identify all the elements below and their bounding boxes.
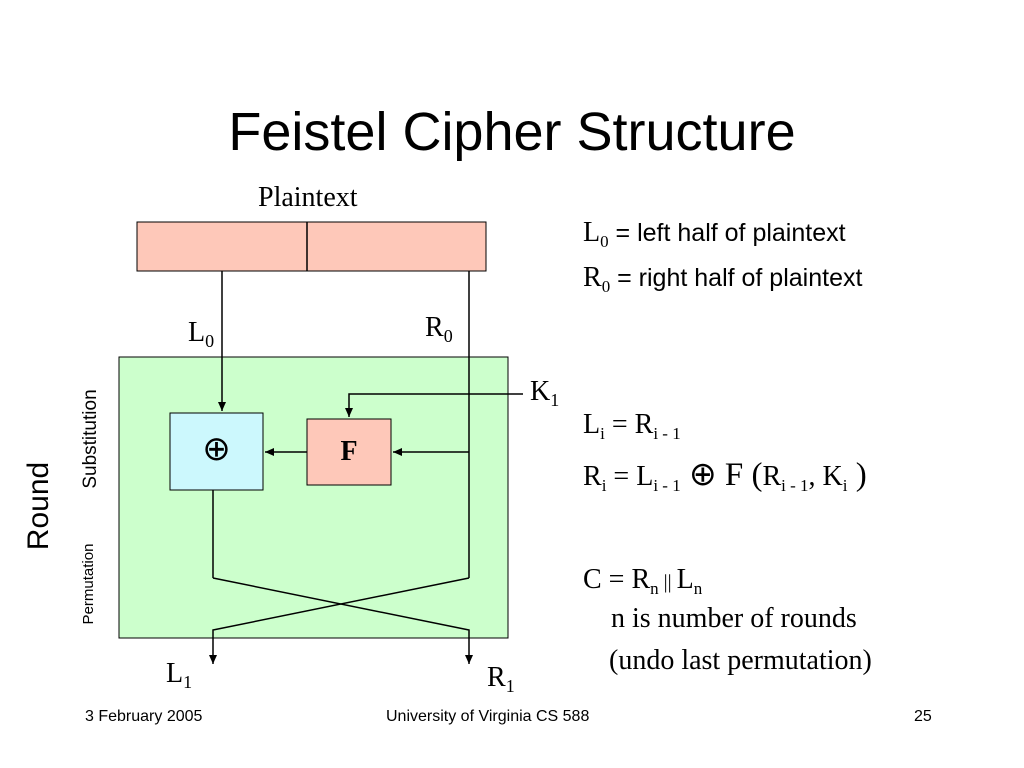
eq2-text: = right half of plaintext (610, 264, 863, 292)
l0-label-base: L (188, 317, 206, 348)
eq3-rhs: R (634, 409, 654, 440)
eq4-lhs: R (583, 461, 602, 492)
round-box (118, 356, 509, 639)
l1-label-sub: 1 (183, 672, 193, 692)
k1-label: K1 (530, 376, 560, 410)
perm-left-to-right (212, 577, 473, 664)
eq5-r-sub: n (650, 579, 659, 598)
footer-page: 25 (914, 708, 932, 725)
r0-label-base: R (425, 312, 444, 343)
l1-label: L1 (166, 658, 193, 692)
eq1-sub: 0 (600, 232, 609, 251)
r0-label: R0 (425, 312, 453, 346)
footer-date: 3 February 2005 (85, 708, 203, 725)
plaintext-block (136, 221, 487, 272)
eq4-r-sub: i - 1 (781, 476, 809, 495)
eq5-lhs: C = (583, 564, 632, 595)
note-rounds: n is number of rounds (611, 603, 857, 634)
eq3-lhs-sub: i (600, 424, 605, 443)
eq-r0-definition: R0 = right half of plaintext (583, 259, 862, 296)
eq2-var: R (583, 262, 602, 293)
eq5-l: L (676, 564, 694, 595)
eq5-concat: || (658, 571, 677, 593)
f-label: F (340, 436, 358, 467)
eq4-op: ⊕ F ( (680, 457, 763, 493)
r1-label-sub: 1 (505, 676, 515, 696)
eq5-l-sub: n (693, 579, 703, 598)
eq3-eq: = (604, 409, 635, 440)
eq5-r: R (631, 564, 651, 595)
xor-box (169, 412, 264, 491)
note-undo: (undo last permutation) (609, 645, 872, 676)
slide-title: Feistel Cipher Structure (228, 102, 796, 162)
k1-label-base: K (530, 376, 551, 407)
eq-ri: Ri = Li - 1 ⊕ F (Ri - 1, Ki ) (583, 457, 867, 495)
eq-l0-definition: L0 = left half of plaintext (583, 214, 846, 251)
eq4-comma: , (808, 461, 823, 492)
eq-li: Li = Ri - 1 (583, 407, 681, 443)
eq4-r: R (762, 461, 782, 492)
eq4-l-sub: i - 1 (653, 476, 681, 495)
eq4-close: ) (847, 457, 867, 493)
plaintext-label: Plaintext (258, 182, 358, 213)
eq4-lhs-sub: i (601, 476, 607, 495)
substitution-label: Substitution (80, 389, 101, 489)
eq4-eq: = (606, 461, 637, 492)
r1-label: R1 (487, 662, 515, 696)
eq2-sub: 0 (601, 277, 611, 296)
eq4-l: L (636, 461, 654, 492)
eq4-k-sub: i (842, 476, 848, 495)
eq4-k: K (822, 461, 843, 492)
perm-right-to-left (209, 577, 470, 664)
permutation-label: Permutation (80, 543, 97, 625)
l1-label-base: L (166, 658, 184, 689)
l0-label: L0 (188, 317, 215, 351)
round-label: Round (22, 461, 55, 551)
footer-course: University of Virginia CS 588 (386, 708, 590, 725)
l0-label-sub: 0 (205, 331, 215, 351)
r1-label-base: R (487, 662, 506, 693)
eq-ciphertext: C = Rn || Ln (583, 562, 702, 600)
k1-label-sub: 1 (550, 390, 560, 410)
k1-line (345, 393, 523, 417)
eq3-rhs-sub: i - 1 (653, 424, 681, 443)
r0-label-sub: 0 (443, 326, 453, 346)
eq3-lhs: L (583, 409, 601, 440)
xor-symbol: ⊕ (202, 431, 231, 468)
eq1-var: L (583, 217, 601, 248)
eq1-text: = left half of plaintext (608, 219, 846, 247)
